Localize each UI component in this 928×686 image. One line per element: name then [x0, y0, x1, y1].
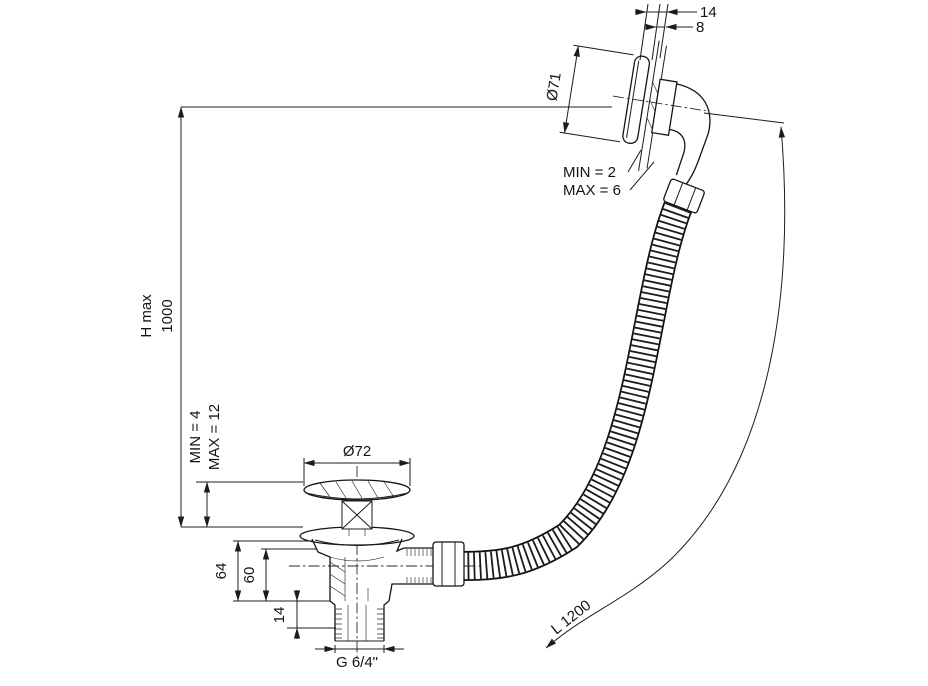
mechanism-stem	[348, 529, 366, 536]
plug-cap-hatch	[319, 480, 395, 499]
flexible-hose	[461, 201, 693, 581]
dim-outlet-ext	[334, 645, 385, 653]
dim-waste-heights: 64 60 14	[213, 540, 336, 639]
flange-seat	[314, 539, 400, 546]
dim-waste-diameter-label: Ø72	[343, 443, 371, 460]
outlet-threads	[335, 608, 384, 639]
tailpipe-bore	[347, 605, 367, 641]
dim-height: H max 1000	[138, 106, 612, 528]
dim-waste-heights-ext	[233, 540, 336, 629]
dim-wall-leaders	[676, 11, 697, 28]
dim-plug-max-label: MAX = 12	[206, 404, 223, 470]
dim-waste-diameter: Ø72	[303, 443, 411, 486]
elbow-inner	[669, 128, 686, 176]
dim-hose-length-arc	[545, 126, 786, 649]
dim-overflow-min-label: MIN = 2	[563, 164, 616, 181]
dim-wall-lines	[647, 11, 667, 28]
hose-nut-bottom-body	[432, 541, 465, 587]
plug-cap-edge	[305, 492, 409, 500]
dim-wall-thickness: 14 8	[635, 3, 717, 61]
dim-height-name-label: H max	[138, 294, 155, 338]
dim-height-ext	[181, 106, 612, 528]
tee-body-outline	[311, 538, 405, 641]
dim-overflow-diameter-label: Ø71	[544, 71, 565, 102]
hose-nut-bottom-facets	[441, 542, 456, 586]
dim-outlet-thread: G 6/4"	[315, 645, 404, 671]
overflow-centerline	[612, 95, 706, 112]
dim-plug-range: MIN = 4 MAX = 12	[187, 404, 303, 528]
dim-60-label: 60	[241, 567, 258, 584]
inlet-threads	[406, 549, 432, 583]
mechanism-cross	[341, 500, 373, 530]
dim-overflow-diameter-line	[563, 45, 580, 134]
dim-wall-total-label: 14	[700, 4, 717, 21]
dim-hose-length-ext	[703, 112, 785, 124]
tee-wall-hatch	[329, 561, 346, 597]
dim-wall-gap-label: 8	[696, 19, 704, 36]
waste-body	[289, 466, 480, 660]
overflow-fitting: Ø71	[544, 40, 711, 193]
dim-64-label: 64	[213, 563, 230, 580]
dim-plug-min-label: MIN = 4	[187, 411, 204, 464]
waste-flange	[299, 526, 415, 546]
dim-overflow-max-label: MAX = 6	[563, 182, 621, 199]
hose-nut-bottom	[432, 541, 465, 587]
tee-body-inner	[329, 556, 385, 601]
dim-14-label: 14	[271, 607, 288, 624]
dim-height-value-label: 1000	[159, 299, 176, 332]
dim-outlet-thread-label: G 6/4"	[336, 654, 378, 671]
inlet-stub	[404, 547, 434, 585]
